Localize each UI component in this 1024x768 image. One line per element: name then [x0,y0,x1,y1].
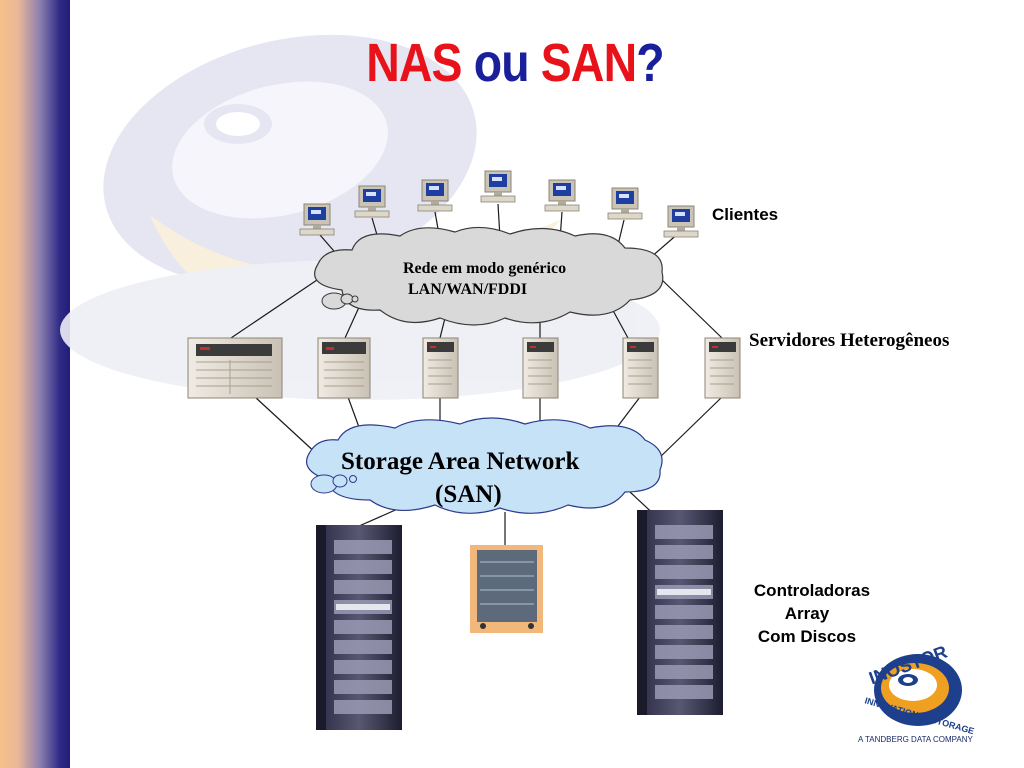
network-cloud [314,226,664,326]
title-nas: NAS [366,33,462,93]
storage-label-line2: Array [784,604,830,623]
server-4 [522,337,559,399]
page-title: NAS ou SAN? [365,28,666,98]
server-6 [704,337,741,399]
storage-rack-left [316,525,402,730]
network-cloud-line1: Rede em modo genérico [403,260,567,277]
storage-array-small [470,545,543,633]
title-san: SAN [540,33,637,93]
san-cloud-line2: (SAN) [435,481,502,508]
storage-label: Controladoras Array Com Discos [742,579,882,648]
san-cloud-line1: Storage Area Network [341,448,580,475]
servers-label: Servidores Heterogêneos [749,330,950,351]
san-cloud [306,417,663,514]
clients-label: Clientes [712,205,779,224]
storage-label-line3: Com Discos [757,627,857,646]
sidebar-gradient [0,0,70,768]
title-question: ? [636,33,664,93]
storage-label-line1: Controladoras [753,581,871,600]
server-3 [422,337,459,399]
server-1 [187,337,283,399]
inostor-logo [868,648,968,732]
logo-tagline: A TANDBERG DATA COMPANY [858,735,973,744]
storage-rack-right [637,510,723,715]
server-5 [622,337,659,399]
server-2 [317,337,371,399]
title-ou: ou [473,33,530,93]
network-cloud-line2: LAN/WAN/FDDI [408,281,528,298]
servers [187,337,741,399]
